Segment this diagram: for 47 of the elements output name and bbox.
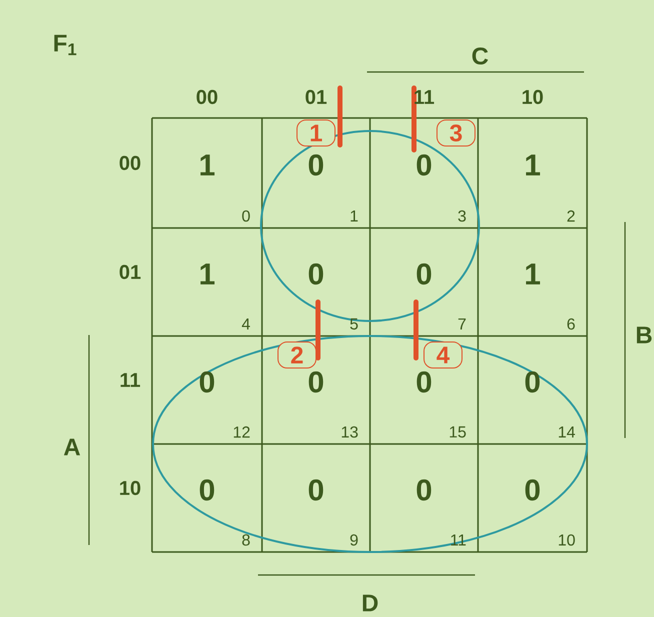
row-header: 10 (120, 480, 140, 496)
cell-value: 0 (308, 154, 324, 176)
cell-value: 0 (416, 154, 432, 176)
callout-number: 4 (424, 342, 462, 368)
minterm-number: 3 (458, 210, 466, 222)
minterm-number: 9 (350, 534, 358, 546)
minterm-number: 15 (450, 426, 466, 438)
row-header: 00 (120, 156, 140, 170)
variable-label: B (636, 326, 652, 344)
callout-number: 2 (278, 342, 316, 368)
title: F$_{1}$ (54, 34, 76, 56)
cell-value: 0 (200, 371, 214, 393)
callout-number: 1 (296, 120, 336, 146)
cell-value: 1 (200, 264, 215, 284)
minterm-number: 0 (242, 210, 250, 222)
column-header: 10 (522, 90, 543, 104)
column-header: 01 (306, 90, 327, 104)
minterm-number: 14 (558, 426, 575, 438)
minterm-number: 4 (242, 318, 250, 330)
cell-value: 0 (308, 479, 324, 501)
variable-label: D (362, 594, 378, 612)
cell-value: 0 (416, 263, 432, 285)
cell-value: 0 (416, 479, 432, 501)
column-header: 00 (196, 90, 218, 104)
minterm-number: 6 (567, 318, 575, 330)
minterm-number: 10 (558, 534, 575, 546)
row-header: 01 (120, 264, 141, 280)
minterm-number: 2 (567, 210, 575, 222)
cell-value: 1 (526, 154, 540, 176)
minterm-number: 1 (350, 210, 358, 222)
cell-value: 0 (200, 479, 214, 501)
minterm-number: 8 (242, 534, 250, 546)
cell-value: 0 (416, 371, 432, 393)
cell-value: 0 (308, 371, 324, 393)
cell-value: 1 (526, 264, 540, 284)
row-header: 11 (120, 373, 140, 387)
variable-label: A (64, 438, 80, 456)
cell-value: 0 (308, 263, 324, 285)
minterm-number: 13 (342, 426, 358, 438)
minterm-number: 5 (350, 318, 358, 330)
cell-value: 0 (525, 371, 540, 393)
minterm-number: 12 (234, 426, 250, 438)
callout-number: 3 (436, 120, 476, 146)
minterm-number: 7 (458, 318, 466, 330)
variable-label: C (472, 48, 488, 64)
cell-value: 1 (200, 154, 215, 176)
cell-value: 0 (525, 479, 540, 501)
